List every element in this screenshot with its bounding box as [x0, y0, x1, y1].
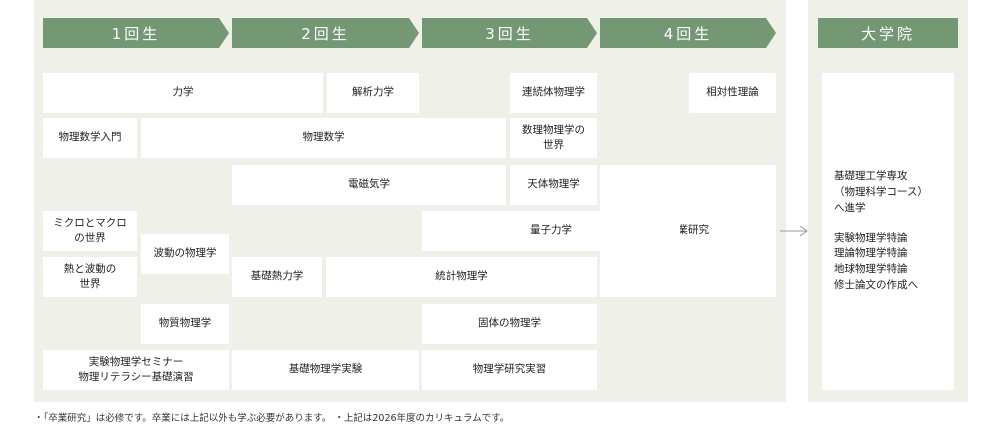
course-relativity: 相対性理論 — [689, 73, 776, 113]
header-graduate-school: 大学院 — [818, 18, 958, 48]
header-year-4: 4回生 — [600, 18, 776, 48]
course-quantum-mechanics: 量子力学 — [422, 211, 680, 251]
course-matter-physics: 物質物理学 — [141, 304, 229, 344]
course-basic-experiments: 基礎物理学実験 — [232, 350, 419, 390]
course-analytical-mechanics: 解析力学 — [327, 73, 419, 113]
header-year-1: 1回生 — [43, 18, 229, 48]
header-year-2: 2回生 — [232, 18, 419, 48]
graduate-program-box: 基礎理工学専攻 （物理科学コース） へ進学 実験物理学特論 理論物理学特論 地球… — [822, 73, 954, 390]
course-math-physics: 物理数学 — [141, 118, 506, 158]
footnote: ・「卒業研究」は必修です。卒業には上記以外も学ぶ必要があります。 ・上記は202… — [34, 413, 510, 424]
course-research-training: 物理学研究実習 — [422, 350, 597, 390]
course-mathematical-physics: 数理物理学の 世界 — [510, 118, 597, 158]
course-heat-waves: 熱と波動の 世界 — [43, 257, 137, 297]
course-seminar-literacy: 実験物理学セミナー 物理リテラシー基礎演習 — [43, 350, 229, 390]
course-solid-state-physics: 固体の物理学 — [422, 304, 597, 344]
course-micro-macro: ミクロとマクロ の世界 — [43, 211, 137, 251]
course-basic-thermodynamics: 基礎熱力学 — [232, 257, 322, 297]
course-electromagnetism: 電磁気学 — [232, 165, 506, 205]
course-statistical-physics: 統計物理学 — [326, 257, 597, 297]
header-year-3: 3回生 — [422, 18, 597, 48]
course-continuum-physics: 連続体物理学 — [510, 73, 597, 113]
graduate-subjects-text: 実験物理学特論 理論物理学特論 地球物理学特論 修士論文の作成へ — [834, 231, 918, 291]
course-astrophysics: 天体物理学 — [510, 165, 597, 205]
progression-arrow-icon — [780, 225, 808, 237]
graduate-program-text: 基礎理工学専攻 （物理科学コース） へ進学 — [834, 170, 928, 214]
course-mechanics: 力学 — [43, 73, 323, 113]
course-waves-physics: 波動の物理学 — [141, 234, 229, 274]
course-intro-math-physics: 物理数学入門 — [43, 118, 137, 158]
